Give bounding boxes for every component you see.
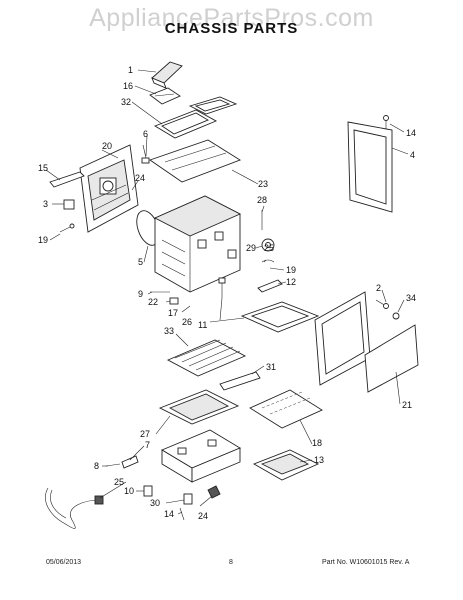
callout-3: 3: [43, 199, 48, 209]
part-11-drawer-frame: [240, 301, 320, 333]
part-8-screw: [105, 463, 121, 467]
part-21-drawer-panel: [314, 291, 419, 393]
callout-11: 11: [198, 320, 207, 330]
part-33-rack: [166, 339, 247, 377]
callout-26: 26: [182, 317, 192, 327]
part-25-wire-harness: [45, 487, 104, 529]
part-29-knob: [261, 238, 275, 252]
part-31-bar: [219, 371, 261, 391]
part-30-orifice: [183, 493, 193, 505]
part-22-clip: [169, 297, 179, 305]
part-vent-gasket: [188, 96, 238, 115]
callout-25-upper: 25: [264, 243, 274, 253]
callout-31: 31: [266, 362, 276, 372]
footer-part-number: Part No. W10601015 Rev. A: [322, 559, 410, 566]
callout-9: 9: [138, 289, 143, 299]
callout-29: 29: [246, 243, 256, 253]
part-14-lower-screw: [179, 507, 185, 521]
leader-lines: [45, 69, 409, 515]
callout-14-lower: 14: [164, 509, 174, 519]
callout-12: 12: [286, 277, 296, 287]
callout-32: 32: [121, 97, 131, 107]
callout-13: 13: [314, 455, 324, 465]
part-20-rear-panel: [79, 144, 139, 233]
part-4-door-gasket: [347, 121, 393, 213]
callout-14-upper: 14: [406, 128, 416, 138]
callout-18: 18: [312, 438, 322, 448]
part-7-igniter: [121, 455, 139, 469]
part-25-wire: [261, 259, 275, 263]
part-13-drawer-tray: [252, 449, 320, 481]
callout-15: 15: [38, 163, 48, 173]
part-19-screw-left: [59, 223, 75, 233]
callout-28: 28: [257, 195, 267, 205]
part-34-nut: [392, 312, 400, 320]
bottom-burner-box: [161, 429, 241, 483]
part-3-terminal-block: [63, 199, 75, 210]
callout-6: 6: [143, 129, 148, 139]
footer-page-number: 8: [229, 559, 233, 566]
watermark: AppliancePartsPros.com: [89, 4, 374, 32]
callout-21: 21: [402, 400, 412, 410]
callout-19-left: 19: [38, 235, 48, 245]
callout-10: 10: [124, 486, 134, 496]
callout-8: 8: [94, 461, 99, 471]
footer-date: 05/06/2013: [46, 559, 82, 566]
callout-23: 23: [258, 179, 268, 189]
part-18-burner-plate: [249, 389, 323, 429]
callout-30: 30: [150, 498, 160, 508]
callout-22: 22: [148, 297, 158, 307]
callout-2: 2: [376, 283, 381, 293]
part-24-lower-clip: [207, 485, 221, 499]
callout-4: 4: [410, 150, 415, 160]
callout-33: 33: [164, 326, 174, 336]
oven-cavity-assembly: [153, 195, 242, 293]
callout-24-upper: 24: [135, 173, 145, 183]
part-10-valve: [143, 485, 153, 497]
callout-25-lower: 25: [114, 477, 124, 487]
callout-24-lower: 24: [198, 511, 208, 521]
part-23-top-panel: [149, 139, 242, 183]
part-2-screw: [375, 299, 389, 309]
part-12-bracket: [257, 279, 283, 293]
callout-17: 17: [168, 308, 178, 318]
part-14-screw: [383, 115, 389, 130]
part-27-lower-tray: [158, 389, 240, 425]
part-16-latch-bracket: [149, 87, 181, 105]
callout-27: 27: [140, 429, 150, 439]
part-32-vent-frame: [153, 109, 218, 139]
callout-34: 34: [406, 293, 416, 303]
part-1-latch-cover: [151, 61, 183, 89]
callout-19-right: 19: [286, 265, 296, 275]
part-15-rear-bracket: [49, 171, 85, 188]
callout-1: 1: [128, 65, 133, 75]
part-6-screw: [141, 144, 150, 164]
part-17-bolt: [218, 277, 226, 298]
callout-16: 16: [123, 81, 133, 91]
callout-7: 7: [145, 440, 150, 450]
callout-20: 20: [102, 141, 112, 151]
page-title: CHASSIS PARTS: [164, 20, 299, 37]
callout-5: 5: [138, 257, 143, 267]
